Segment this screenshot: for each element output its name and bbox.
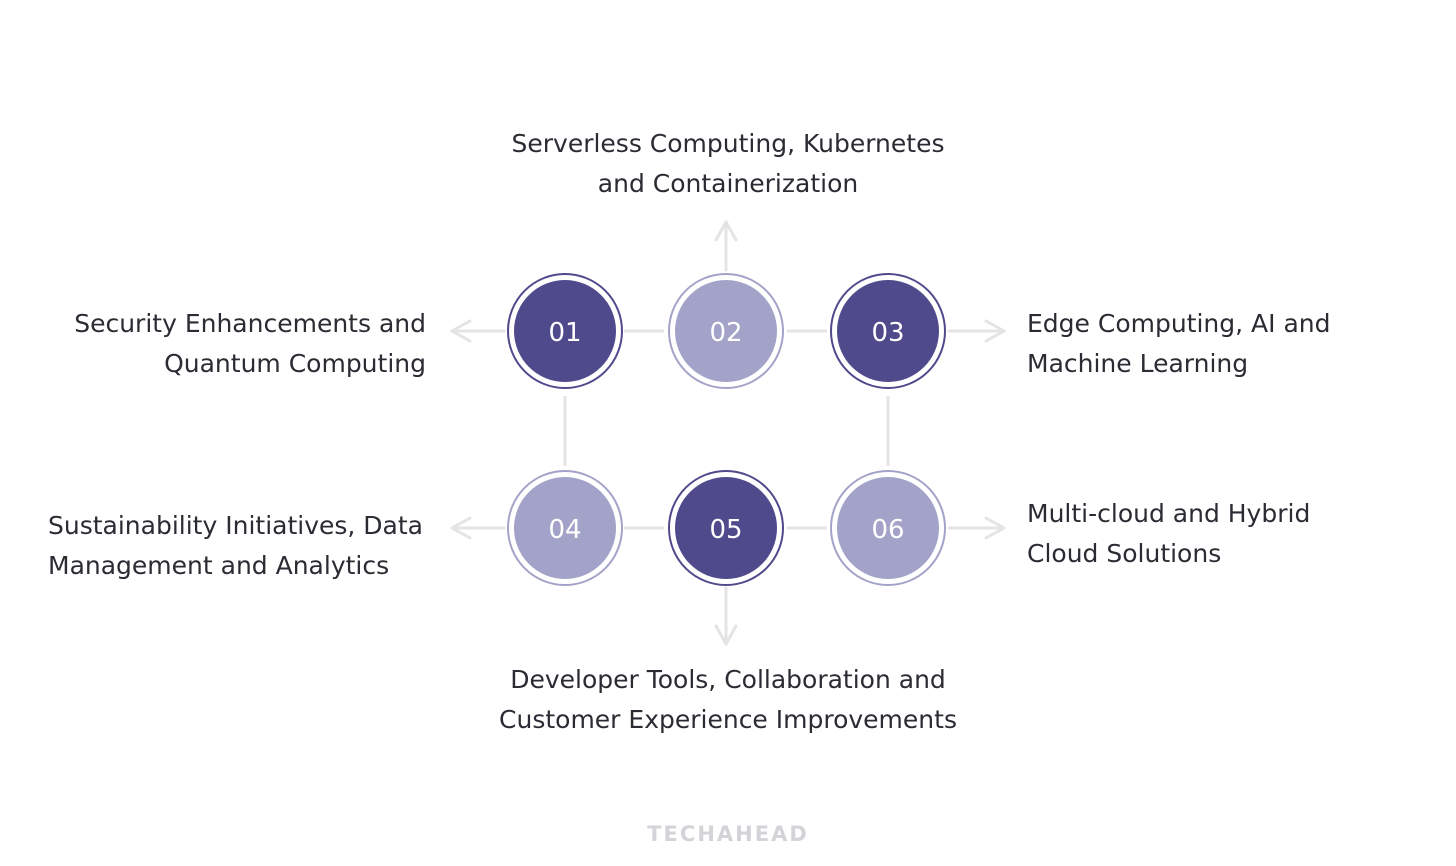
node-01: 01 <box>507 273 623 389</box>
label-right-bottom: Multi-cloud and Hybrid Cloud Solutions <box>1027 494 1427 574</box>
label-line: and Containerization <box>597 169 859 198</box>
node-number: 01 <box>548 318 581 348</box>
label-line: Edge Computing, AI and <box>1027 309 1331 338</box>
arrow-down <box>714 586 738 646</box>
label-line: Machine Learning <box>1027 349 1249 378</box>
node-number: 02 <box>709 318 742 348</box>
brand-logo: TECHAHEAD <box>647 822 809 846</box>
label-line: Cloud Solutions <box>1027 539 1222 568</box>
arrow-left-top <box>450 319 506 343</box>
node-number: 04 <box>548 515 581 545</box>
node-number: 06 <box>871 515 904 545</box>
node-disc <box>675 280 777 382</box>
arrow-left-bottom <box>450 516 506 540</box>
arrow-up <box>714 220 738 272</box>
node-number: 05 <box>709 515 742 545</box>
label-left-top: Security Enhancements and Quantum Comput… <box>30 304 426 384</box>
node-disc <box>514 477 616 579</box>
node-05: 05 <box>668 470 784 586</box>
label-line: Multi-cloud and Hybrid <box>1027 499 1311 528</box>
node-06: 06 <box>830 470 946 586</box>
node-disc <box>675 477 777 579</box>
node-disc <box>837 280 939 382</box>
label-line: Quantum Computing <box>164 349 426 378</box>
label-line: Security Enhancements and <box>74 309 426 338</box>
label-right-top: Edge Computing, AI and Machine Learning <box>1027 304 1427 384</box>
label-top: Serverless Computing, Kubernetes and Con… <box>424 124 1032 204</box>
node-03: 03 <box>830 273 946 389</box>
node-04: 04 <box>507 470 623 586</box>
label-left-bottom: Sustainability Initiatives, Data Managem… <box>48 506 448 586</box>
label-line: Management and Analytics <box>48 551 390 580</box>
label-line: Sustainability Initiatives, Data <box>48 511 423 540</box>
label-line: Serverless Computing, Kubernetes <box>511 129 945 158</box>
label-line: Customer Experience Improvements <box>499 705 957 734</box>
arrow-right-top <box>947 319 1006 343</box>
connectors <box>563 329 890 530</box>
arrow-right-bottom <box>947 516 1006 540</box>
node-disc <box>837 477 939 579</box>
node-02: 02 <box>668 273 784 389</box>
arrows <box>450 220 1006 646</box>
node-disc <box>514 280 616 382</box>
label-line: Developer Tools, Collaboration and <box>510 665 946 694</box>
node-number: 03 <box>871 318 904 348</box>
label-bottom: Developer Tools, Collaboration and Custo… <box>424 660 1032 740</box>
